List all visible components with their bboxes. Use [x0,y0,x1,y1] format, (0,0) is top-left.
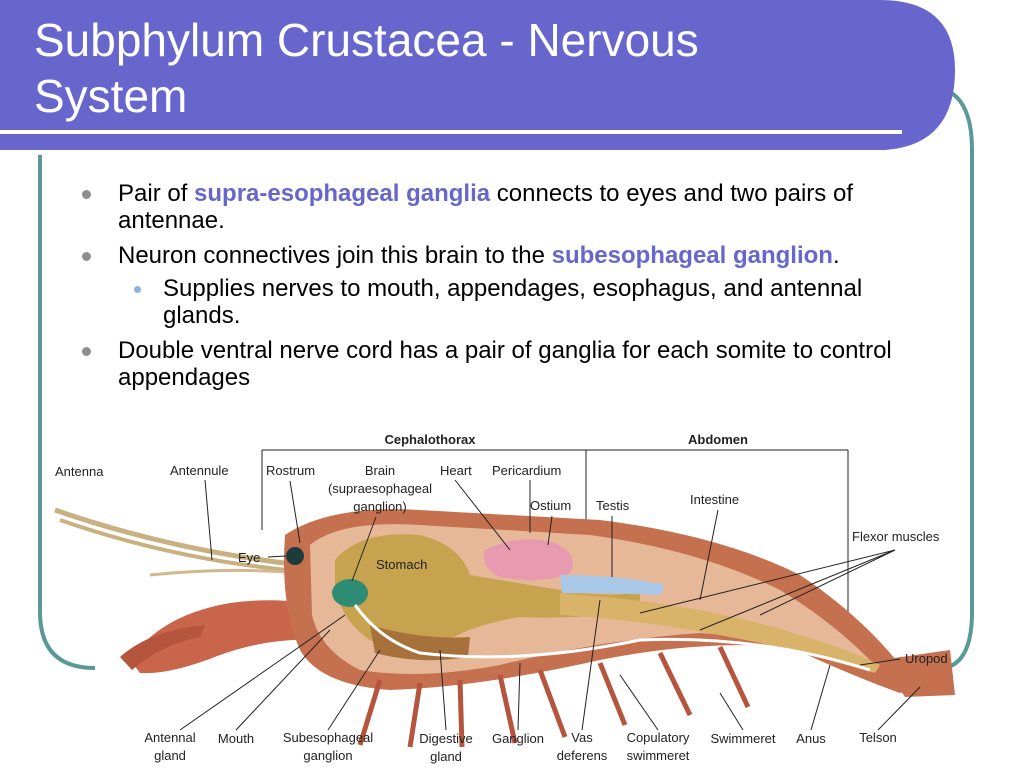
bullet-dot-icon [82,190,91,199]
label-anus: Anus [796,731,826,746]
label-swimmeret: Swimmeret [710,731,775,746]
antenna-shape [54,507,301,568]
leader-lines [179,479,921,731]
crayfish-anatomy-diagram: Cephalothorax Abdomen [54,432,955,764]
label-testis: Testis [596,498,630,513]
label-digestive-gland: Digestive [419,731,472,746]
label-heart: Heart [440,463,472,478]
eye-shape [286,547,304,565]
highlight-term: subesophageal ganglion [551,242,833,269]
bullet-dot-icon [82,252,91,261]
region-brackets: Cephalothorax Abdomen [261,432,849,650]
frame-border [38,155,96,670]
top-labels: Antenna Antennule Rostrum Brain (supraes… [55,463,948,666]
label-ostium: Ostium [530,498,571,513]
digestive-gland-shape [370,625,470,661]
label-antennal-gland-2: gland [154,748,186,763]
label-brain: Brain [365,463,395,478]
bullet-2-sub: Supplies nerves to mouth, appendages, es… [82,275,942,329]
label-rostrum: Rostrum [266,463,315,478]
frame-border-right [944,90,974,670]
bullet-1: Pair of supra-esophageal ganglia connect… [82,180,942,234]
label-uropod: Uropod [905,651,948,666]
label-digestive-gland-2: gland [430,749,462,764]
sub-bullet-dot-icon [134,286,141,293]
highlight-term: supra-esophageal ganglia [194,180,491,207]
label-copulatory-swimmeret: Copulatory [627,730,690,745]
label-telson: Telson [859,730,897,745]
label-vas-deferens: Vas [571,730,593,745]
label-cephalothorax: Cephalothorax [384,432,476,447]
label-ganglion: Ganglion [492,731,544,746]
title-bar [0,0,955,150]
label-antenna: Antenna [55,464,104,479]
claw-shape [130,600,330,674]
legs [357,645,751,748]
label-antennal-gland: Antennal [144,730,195,745]
heart-shape [484,539,573,581]
tail-fan [880,650,955,697]
bullet-2: Neuron connectives join this brain to th… [82,242,942,269]
brain-shape [332,579,368,607]
label-brain-sub: (supraesophageal [328,481,432,496]
bullet-dot-icon [82,347,91,356]
label-eye: Eye [238,550,260,565]
stomach-shape [335,534,640,649]
label-intestine: Intestine [690,492,739,507]
bullet-list: Pair of supra-esophageal ganglia connect… [82,180,942,399]
label-antennule: Antennule [170,463,229,478]
bottom-labels: Antennal gland Mouth Subesophageal gangl… [144,730,896,764]
antenna-shape-2 [59,518,299,573]
label-abdomen: Abdomen [688,432,748,447]
label-subesophageal-ganglion-2: ganglion [303,748,352,763]
crayfish-drawing [54,507,955,748]
label-mouth: Mouth [218,731,254,746]
label-subesophageal-ganglion: Subesophageal [283,730,373,745]
label-vas-deferens-2: deferens [557,748,608,763]
antennule-shape [149,568,301,577]
label-copulatory-swimmeret-2: swimmeret [627,748,690,763]
claw-finger [120,625,205,670]
label-pericardium: Pericardium [492,463,561,478]
label-stomach: Stomach [376,557,427,572]
testis-shape [560,575,665,595]
nerve-cord [353,604,871,672]
bullet-3: Double ventral nerve cord has a pair of … [82,337,942,391]
slide-title: Subphylum Crustacea - Nervous System [34,14,699,122]
label-brain-sub2: ganglion) [353,499,407,514]
label-flexor-muscles: Flexor muscles [852,529,940,544]
